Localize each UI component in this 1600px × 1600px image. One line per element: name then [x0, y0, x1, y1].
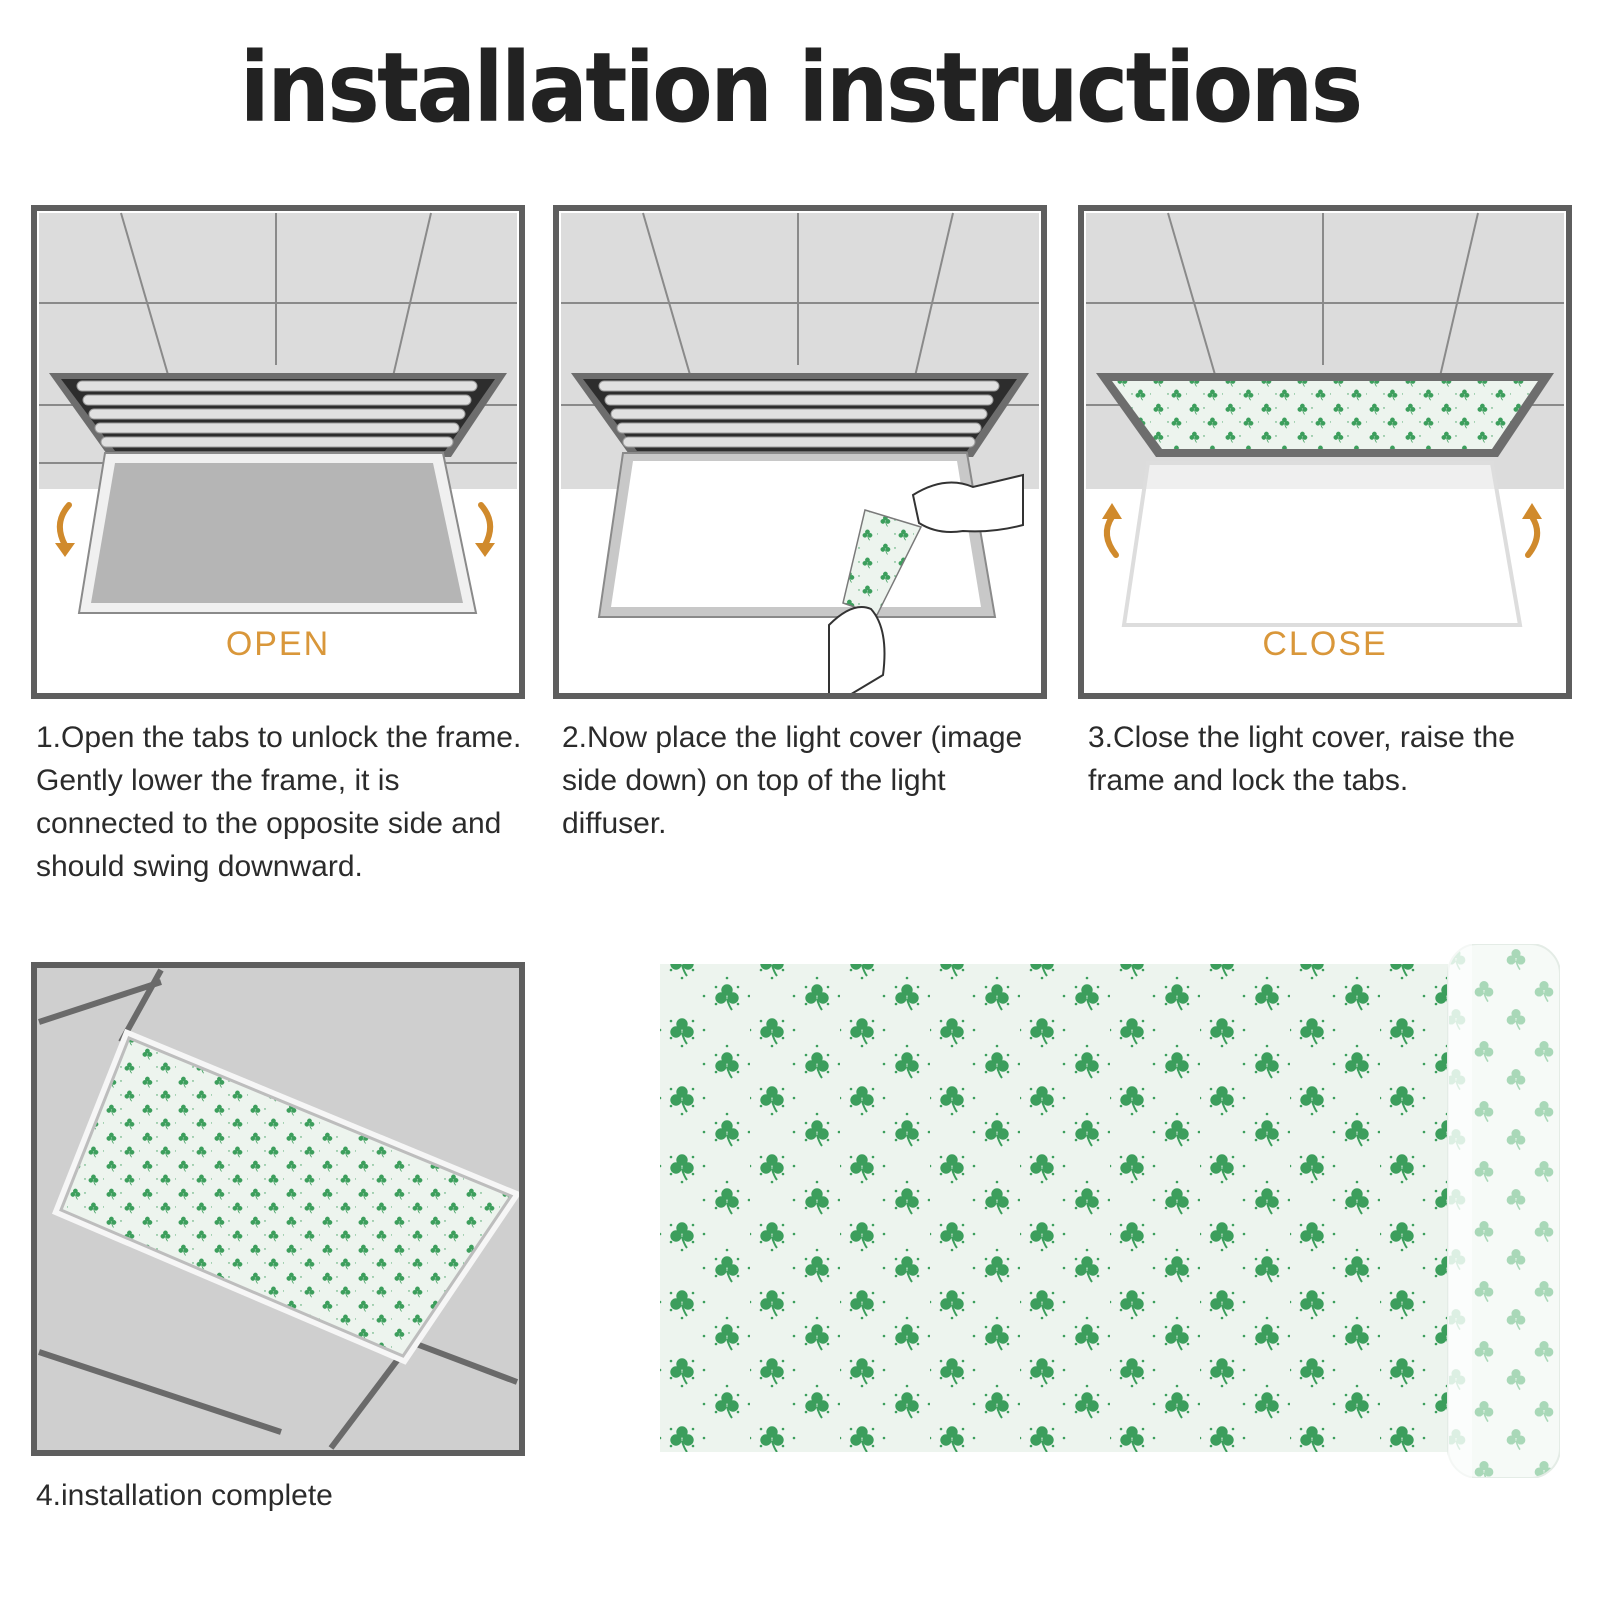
step-1-illustration: OPEN — [31, 205, 525, 699]
light-cover-roll — [660, 944, 1560, 1478]
step-2-caption: 2.Now place the light cover (image side … — [562, 721, 1023, 840]
step-3-illustration: CLOSE — [1078, 205, 1572, 699]
step-1-caption: 1.Open the tabs to unlock the frame. Gen… — [36, 721, 522, 883]
step-4-caption: 4.installation complete — [36, 1479, 333, 1512]
hand-icon — [828, 473, 1024, 699]
close-label: CLOSE — [1262, 625, 1387, 663]
step-3-caption: 3.Close the light cover, raise the frame… — [1088, 721, 1515, 797]
step-2-illustration — [553, 205, 1047, 699]
curved-arrow-icon — [56, 502, 494, 548]
step-4-illustration — [31, 962, 525, 1456]
page-title: installation instructions — [239, 32, 1364, 144]
open-label: OPEN — [226, 625, 330, 663]
shamrock-icon — [660, 964, 1460, 1452]
